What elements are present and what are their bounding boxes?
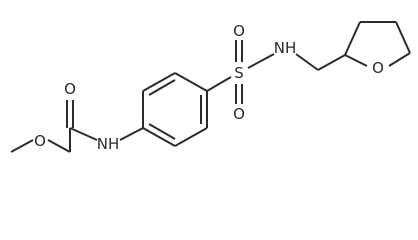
atom-ring-oxygen: O bbox=[372, 59, 384, 77]
bond-ch2-ring bbox=[317, 54, 346, 71]
atom-carbonyl-oxygen: O bbox=[64, 80, 76, 98]
atom-methoxy-oxygen: O bbox=[34, 132, 46, 150]
atom-sulfonyl-oxygen-top: O bbox=[233, 22, 245, 40]
bond-o-carbonyl-c bbox=[47, 139, 71, 153]
benzene-bond-2 bbox=[174, 127, 208, 147]
atom-sulfur: S bbox=[234, 64, 244, 82]
structure-diagram: O O NH S O O NH O bbox=[10, 21, 411, 153]
molecule-drawing: O O NH S O O NH O bbox=[10, 21, 411, 153]
bond-nh-ring bbox=[119, 127, 144, 141]
atom-sulfonyl-oxygen-bottom: O bbox=[233, 105, 245, 123]
thf-bond-5 bbox=[344, 54, 368, 67]
thf-bond-1 bbox=[344, 21, 361, 56]
benzene-inner-bond-c bbox=[148, 79, 176, 96]
bond-c-nh bbox=[69, 127, 98, 141]
benzene-bond-1 bbox=[142, 127, 176, 147]
thf-bond-3 bbox=[395, 21, 411, 54]
atom-carbamate-nh: NH bbox=[97, 135, 120, 153]
thf-bond-4 bbox=[388, 52, 411, 67]
bond-nh-ch2 bbox=[295, 53, 319, 71]
benzene-bond-5 bbox=[142, 72, 176, 92]
bond-ring-s bbox=[206, 76, 232, 92]
bond-methyl-o bbox=[10, 139, 34, 153]
atom-sulfonamide-nh: NH bbox=[274, 39, 297, 57]
benzene-inner-bond-a bbox=[148, 123, 176, 140]
benzene-bond-4 bbox=[174, 72, 208, 92]
bond-s-nh bbox=[247, 53, 275, 69]
